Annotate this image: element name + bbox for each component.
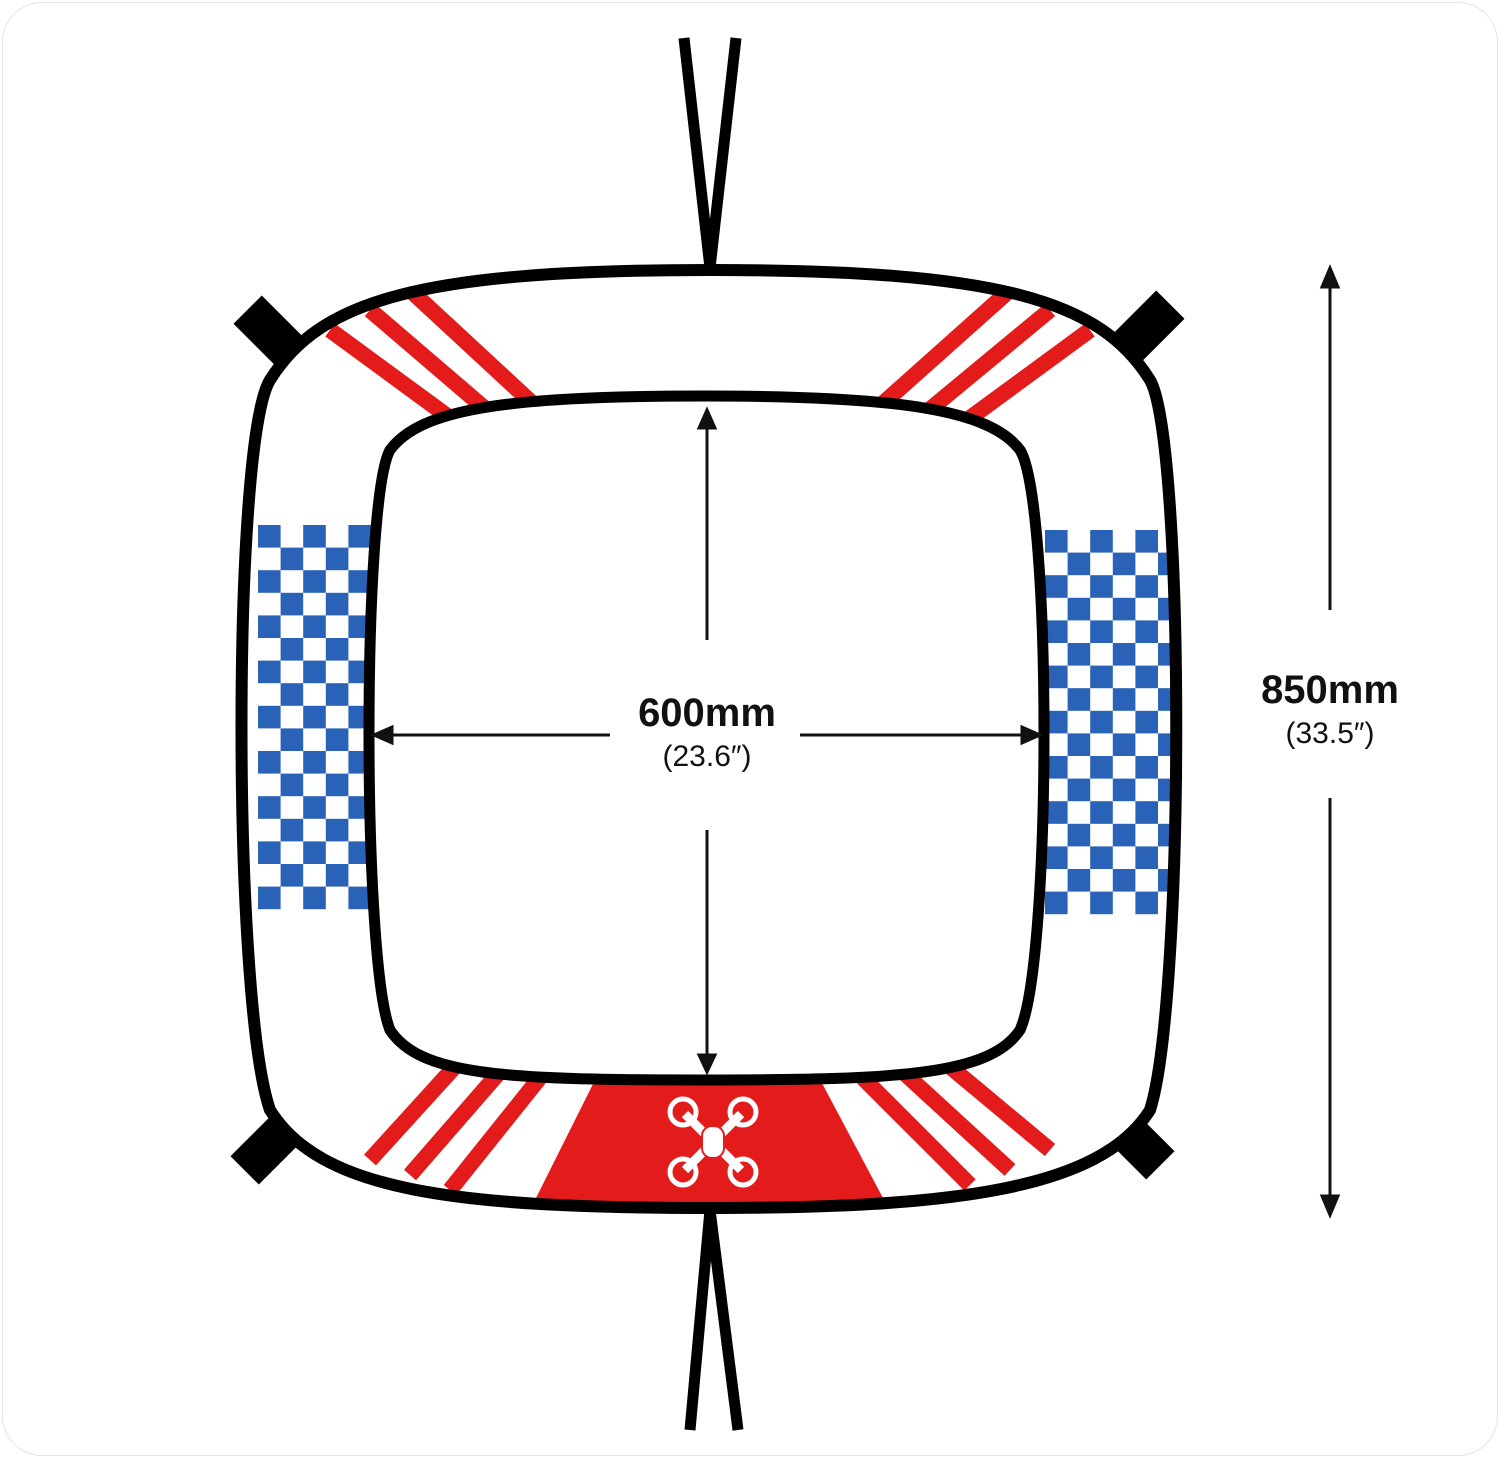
checker-square <box>1067 597 1091 621</box>
checker-square <box>325 638 349 661</box>
checker-square <box>303 796 326 819</box>
checker-square <box>303 570 326 593</box>
checker-square <box>1112 869 1136 892</box>
checker-square <box>280 864 304 887</box>
checker-square <box>1045 846 1068 869</box>
checker-square <box>258 660 281 684</box>
checker-square <box>1135 710 1158 734</box>
inner-opening-outline <box>363 390 1050 1086</box>
checker-square <box>348 525 371 548</box>
checker-square <box>303 705 326 729</box>
checker-square <box>1135 756 1158 779</box>
checker-square <box>280 728 304 751</box>
checker-square <box>1067 869 1091 892</box>
top-strap <box>678 37 742 269</box>
checker-square <box>280 638 304 661</box>
checker-square <box>1067 688 1091 711</box>
checker-square <box>280 547 304 571</box>
outer-metric-label: 850mm <box>1261 668 1399 712</box>
checker-square <box>1135 801 1158 824</box>
checker-square <box>325 728 349 751</box>
checker-square <box>325 818 349 842</box>
checker-square <box>1067 778 1091 802</box>
checker-square <box>258 705 281 729</box>
checker-square <box>1112 688 1136 711</box>
checker-square <box>303 886 326 910</box>
checker-square <box>325 683 349 706</box>
checker-square <box>1045 891 1068 915</box>
inner-imperial-label: (23.6″) <box>663 740 752 773</box>
checker-square <box>1045 756 1068 779</box>
checker-square <box>1090 756 1113 779</box>
checker-square <box>1112 733 1136 756</box>
checker-square <box>348 570 371 593</box>
checker-square <box>1045 530 1068 553</box>
checker-square <box>1045 801 1068 824</box>
checker-square <box>303 525 326 548</box>
checker-square <box>1067 643 1091 666</box>
checker-square <box>258 886 281 910</box>
checker-square <box>280 773 304 797</box>
checker-square <box>1090 575 1113 598</box>
checker-panel-left <box>258 525 371 910</box>
checker-square <box>258 525 281 548</box>
checker-square <box>1067 733 1091 756</box>
checker-square <box>303 751 326 774</box>
checker-square <box>1112 552 1136 576</box>
outer-imperial-label: (33.5″) <box>1286 717 1375 750</box>
drone-icon <box>667 1096 759 1188</box>
checker-square <box>325 592 349 616</box>
inner-dimension-arrows <box>370 406 1044 1076</box>
checker-square <box>258 570 281 593</box>
checker-square <box>1135 620 1158 643</box>
checker-square <box>1112 823 1136 847</box>
checker-square <box>325 864 349 887</box>
checker-square <box>325 547 349 571</box>
checker-square <box>1067 552 1091 576</box>
outer-ring-outline <box>235 263 1183 1215</box>
checker-square <box>1135 530 1158 553</box>
checker-square <box>258 796 281 819</box>
checker-square <box>1090 891 1113 915</box>
checker-square <box>1135 891 1158 915</box>
checker-square <box>1135 575 1158 598</box>
checker-square <box>280 592 304 616</box>
checker-square <box>258 751 281 774</box>
checker-square <box>325 773 349 797</box>
checker-square <box>1045 665 1068 689</box>
checker-square <box>280 818 304 842</box>
checker-square <box>258 841 281 864</box>
checker-square <box>1045 620 1068 643</box>
checker-square <box>258 615 281 638</box>
checker-square <box>280 683 304 706</box>
checker-square <box>1112 778 1136 802</box>
checker-square <box>1090 620 1113 643</box>
checker-square <box>1045 710 1068 734</box>
checker-square <box>1067 823 1091 847</box>
checker-square <box>1135 846 1158 869</box>
checker-square <box>303 660 326 684</box>
checker-square <box>1090 530 1113 553</box>
checker-square <box>1090 710 1113 734</box>
checker-square <box>348 886 371 910</box>
outer-dimension-arrow <box>1319 264 1341 1219</box>
inner-metric-label: 600mm <box>638 691 776 735</box>
checker-square <box>1045 575 1068 598</box>
checker-square <box>1135 665 1158 689</box>
checker-square <box>303 841 326 864</box>
checker-square <box>1090 846 1113 869</box>
checker-square <box>1112 597 1136 621</box>
checker-square <box>1090 801 1113 824</box>
bottom-strap <box>684 1209 744 1431</box>
checker-square <box>303 615 326 638</box>
checker-square <box>1112 643 1136 666</box>
checker-square <box>1090 665 1113 689</box>
